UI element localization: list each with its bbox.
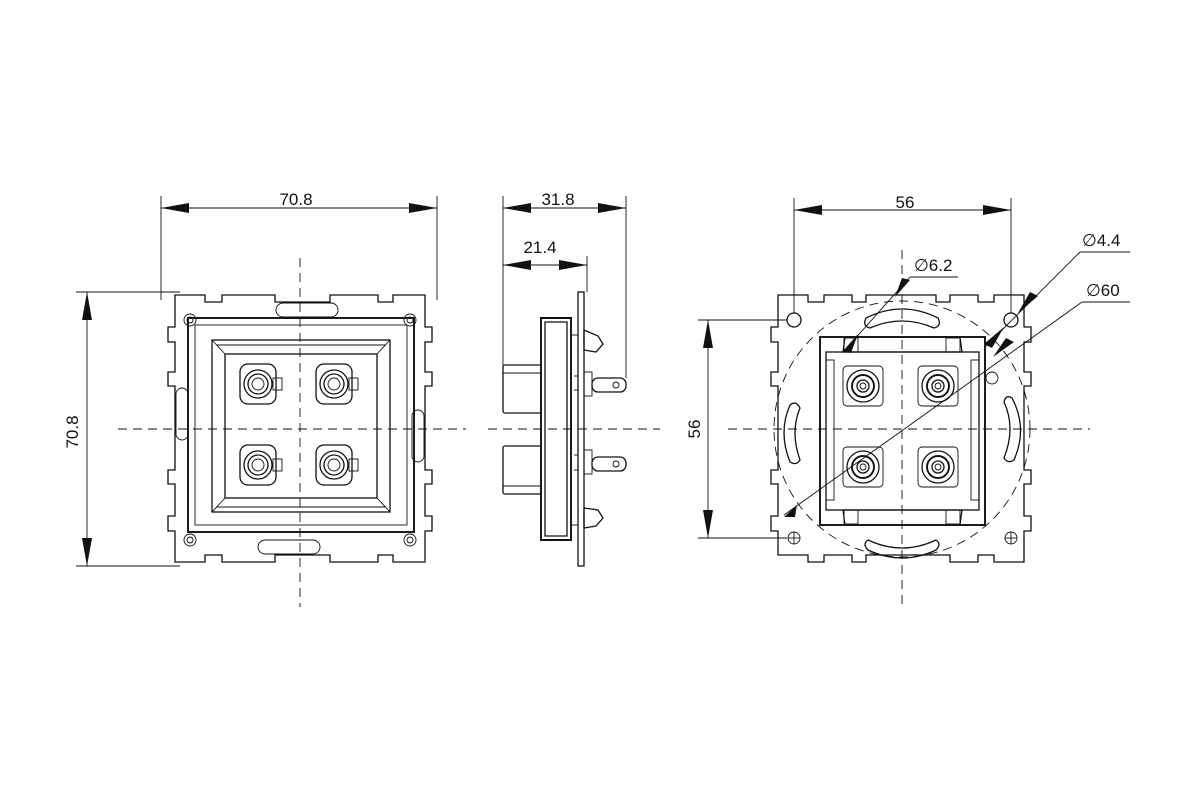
front-width-label: 70.8 (279, 190, 312, 209)
rear-hole-spacing-v-label: 56 (685, 420, 704, 439)
rear-jack-top-right (917, 365, 959, 407)
rca-jack-bottom-left (239, 444, 283, 486)
rear-jack-bottom-left (842, 446, 884, 488)
rear-module-body (819, 336, 986, 526)
rear-view: 56 56 ∅4.4 ∅6.2 ∅60 (685, 193, 1130, 607)
side-terminal-top (591, 377, 627, 393)
rear-mounting-frame (770, 294, 1032, 563)
front-jack-frame (211, 339, 391, 513)
rear-jack-top-left (842, 365, 884, 407)
front-view: 70.8 70.8 (63, 190, 466, 607)
rear-jack-bottom-right (917, 446, 959, 488)
rca-jack-bottom-right (315, 444, 359, 486)
side-view: 31.8 21.4 (488, 190, 660, 567)
rca-jack-top-right (315, 363, 359, 405)
side-depth-total-label: 31.8 (541, 190, 574, 209)
mount-hole-dia-label: ∅4.4 (1082, 231, 1120, 250)
side-terminal-bottom (591, 456, 627, 472)
rear-hole-spacing-h-label: 56 (896, 193, 915, 212)
rear-slot-top (864, 308, 940, 329)
screw-hole-dia-label: ∅6.2 (914, 256, 952, 275)
rca-jack-top-left (239, 363, 283, 405)
front-mounting-frame (167, 294, 433, 563)
front-height-label: 70.8 (63, 415, 82, 448)
side-rca-barrel-top (502, 364, 542, 414)
side-depth-partial-label: 21.4 (523, 238, 556, 257)
front-cover-plate (187, 317, 415, 533)
circle-dia-label: ∅60 (1086, 281, 1120, 300)
side-rca-barrel-bottom (502, 445, 542, 495)
mount-hole-top-left (786, 312, 802, 328)
